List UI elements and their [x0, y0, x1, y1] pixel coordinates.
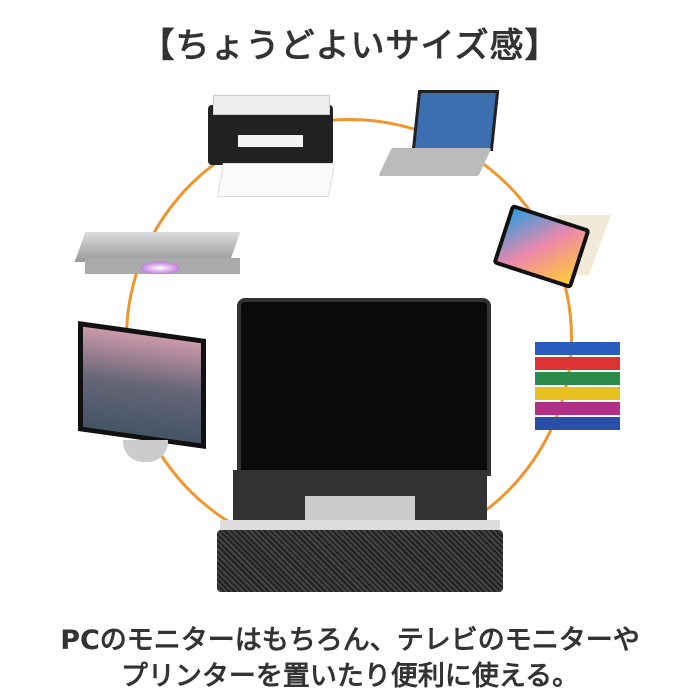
- monitor-image: [78, 321, 206, 465]
- tablet-image: [492, 203, 611, 295]
- printer-image: [208, 95, 335, 200]
- binders-image: [535, 342, 623, 434]
- dvd-player-image: [74, 232, 242, 277]
- laptop-image: [378, 90, 500, 185]
- laptop-on-stand-image: [215, 298, 505, 598]
- caption-line-1: PCのモニターはもちろん、テレビのモニターや: [60, 625, 640, 656]
- caption-line-2: プリンターを置いたり便利に使える。: [120, 661, 580, 692]
- page-title: 【ちょうどよいサイズ感】: [140, 26, 560, 66]
